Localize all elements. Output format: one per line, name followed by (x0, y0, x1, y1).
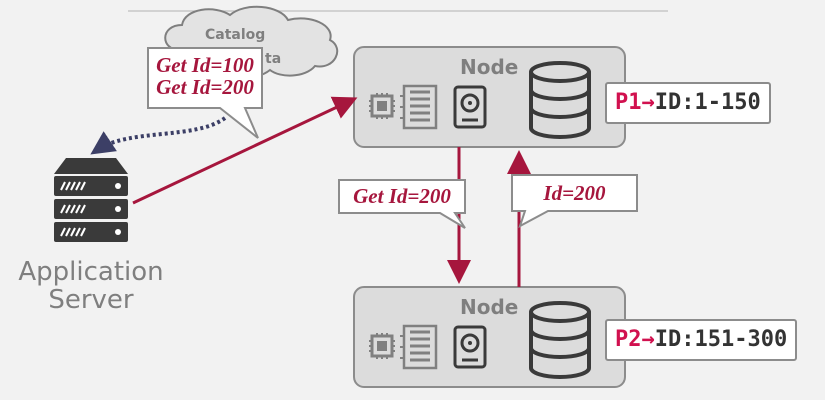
catalog-cloud-line1: Catalog (205, 27, 266, 43)
node2-partition-range: ID:151-300 (654, 327, 788, 352)
node2-partition-label: P2→ID:151-300 (605, 319, 798, 361)
node1-partition-id: P1→ (615, 90, 655, 115)
app-server-line2: Server (48, 285, 134, 315)
client-callout-bubble (147, 47, 263, 139)
client-callout-line1: Get Id=100 (156, 53, 254, 77)
node1-partition-label: P1→ID:1-150 (605, 82, 771, 124)
node1-icons (369, 61, 591, 139)
request-callout-bubble (338, 179, 466, 229)
server-icon (54, 158, 128, 242)
node1-title: Node (460, 55, 519, 79)
node2-icons (369, 301, 591, 379)
app-to-node1-arrow (132, 96, 358, 205)
client-callout-line2: Get Id=200 (156, 75, 254, 99)
response-callout-bubble (511, 174, 638, 229)
memory-icon (400, 84, 438, 130)
app-server-line1: Application (18, 257, 164, 287)
disk-icon (453, 85, 487, 129)
catalog-cloud-label: Catalog (205, 25, 265, 45)
database-icon (529, 61, 591, 139)
node2-title: Node (460, 295, 519, 319)
response-callout: Id=200 (543, 181, 606, 205)
client-callout: Get Id=100 Get Id=200 (148, 54, 262, 98)
node1-partition-range: ID:1-150 (654, 90, 761, 115)
catalog-cloud-label-fragment: ta (265, 49, 281, 69)
cpu-icon (369, 333, 395, 359)
response-dotted-arrow (90, 116, 227, 155)
node2-partition-id: P2→ (615, 327, 655, 352)
app-server-label: Application Server (11, 258, 171, 314)
catalog-cloud-line2: ta (265, 51, 282, 67)
database-icon (529, 301, 591, 379)
cpu-icon (369, 93, 395, 119)
request-callout: Get Id=200 (353, 184, 451, 208)
memory-icon (400, 324, 438, 370)
disk-icon (453, 325, 487, 369)
